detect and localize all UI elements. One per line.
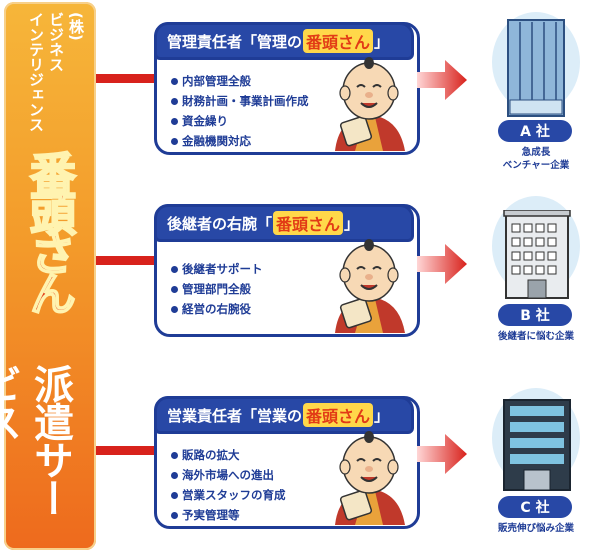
bullet-icon — [171, 137, 178, 145]
card-title-highlight: 番頭さん — [303, 29, 374, 53]
card-title-highlight: 番頭さん — [273, 211, 344, 235]
list-item: 経営の右腕役 — [171, 299, 263, 319]
arrow-right-icon — [417, 60, 467, 100]
connector-line-2 — [96, 256, 154, 265]
bullet-icon — [171, 285, 178, 293]
corp-label: (株) — [67, 12, 85, 41]
company-badge: B 社 — [498, 304, 572, 326]
item-text: 経営の右腕役 — [182, 302, 251, 316]
corp-line2: インテリジェンス — [27, 12, 45, 132]
corp-line1: ビジネス — [47, 12, 65, 72]
card-title: 管理責任者「管理の 番頭さん 」 — [154, 22, 414, 60]
bullet-icon — [171, 117, 178, 125]
card-title-prefix: 管理責任者「管理の — [167, 32, 303, 51]
card-title-suffix: 」 — [374, 32, 390, 51]
connector-line-1 — [96, 74, 154, 83]
list-item: 内部管理全般 — [171, 71, 309, 91]
card-management: 管理責任者「管理の 番頭さん 」 内部管理全般 財務計画・事業計画作成 資金繰り… — [154, 22, 420, 155]
company-badge: C 社 — [498, 496, 572, 518]
bantou-mascot-icon — [335, 431, 405, 525]
item-text: 後継者サポート — [182, 262, 263, 276]
list-item: 資金繰り — [171, 111, 309, 131]
item-text: 予実管理等 — [182, 508, 240, 522]
company-b: B 社 後継者に悩む企業 — [486, 192, 586, 342]
card-item-list: 内部管理全般 財務計画・事業計画作成 資金繰り 金融機関対応 — [171, 71, 309, 151]
list-item: 管理部門全般 — [171, 279, 263, 299]
company-desc-line1: 急成長 — [521, 147, 551, 158]
card-item-list: 後継者サポート 管理部門全般 経営の右腕役 — [171, 259, 263, 319]
mascot-name-title: 番頭さん — [22, 149, 78, 311]
list-item: 営業スタッフの育成 — [171, 485, 286, 505]
bullet-icon — [171, 265, 178, 273]
arrow-right-icon — [417, 434, 467, 474]
card-sales: 営業責任者「営業の 番頭さん 」 販路の拡大 海外市場への進出 営業スタッフの育… — [154, 396, 420, 529]
company-a: A 社 急成長 ベンチャー企業 — [486, 8, 586, 171]
office-building-icon — [503, 210, 571, 299]
item-text: 金融機関対応 — [182, 134, 251, 148]
bullet-icon — [171, 97, 178, 105]
company-desc-line1: 販売伸び悩み企業 — [497, 523, 574, 534]
card-item-list: 販路の拡大 海外市場への進出 営業スタッフの育成 予実管理等 — [171, 445, 286, 525]
service-label: 派遣サービス — [0, 364, 73, 516]
company-c: C 社 販売伸び悩み企業 — [486, 384, 586, 534]
item-text: 資金繰り — [182, 114, 228, 128]
bullet-icon — [171, 491, 178, 499]
list-item: 後継者サポート — [171, 259, 263, 279]
bullet-icon — [171, 451, 178, 459]
service-banner: (株) ビジネス インテリジェンス 番頭さん 派遣サービス — [0, 2, 96, 550]
company-desc-line1: 後継者に悩む企業 — [497, 331, 574, 342]
card-title: 営業責任者「営業の 番頭さん 」 — [154, 396, 414, 434]
bullet-icon — [171, 471, 178, 479]
company-desc-line2: ベンチャー企業 — [502, 160, 570, 171]
item-text: 内部管理全般 — [182, 74, 251, 88]
bantou-mascot-icon — [335, 239, 405, 333]
arrow-right-icon — [417, 244, 467, 284]
list-item: 販路の拡大 — [171, 445, 286, 465]
item-text: 管理部門全般 — [182, 282, 251, 296]
card-title-suffix: 」 — [374, 406, 390, 425]
card-title-prefix: 営業責任者「営業の — [167, 406, 303, 425]
connector-line-3 — [96, 446, 154, 455]
item-text: 販路の拡大 — [182, 448, 240, 462]
bullet-icon — [171, 305, 178, 313]
card-title: 後継者の右腕「 番頭さん 」 — [154, 204, 414, 242]
list-item: 財務計画・事業計画作成 — [171, 91, 309, 111]
office-building-icon — [503, 399, 571, 491]
bullet-icon — [171, 77, 178, 85]
card-successor: 後継者の右腕「 番頭さん 」 後継者サポート 管理部門全般 経営の右腕役 — [154, 204, 420, 337]
office-building-icon — [507, 19, 565, 117]
bullet-icon — [171, 511, 178, 519]
list-item: 海外市場への進出 — [171, 465, 286, 485]
bantou-mascot-icon — [335, 57, 405, 151]
company-name: (株) ビジネス インテリジェンス — [4, 12, 96, 142]
company-badge: A 社 — [498, 120, 572, 142]
card-title-highlight: 番頭さん — [303, 403, 374, 427]
item-text: 営業スタッフの育成 — [182, 488, 286, 502]
card-title-suffix: 」 — [344, 214, 360, 233]
item-text: 海外市場への進出 — [182, 468, 274, 482]
card-title-prefix: 後継者の右腕「 — [167, 214, 273, 233]
item-text: 財務計画・事業計画作成 — [182, 94, 309, 108]
list-item: 金融機関対応 — [171, 131, 309, 151]
list-item: 予実管理等 — [171, 505, 286, 525]
